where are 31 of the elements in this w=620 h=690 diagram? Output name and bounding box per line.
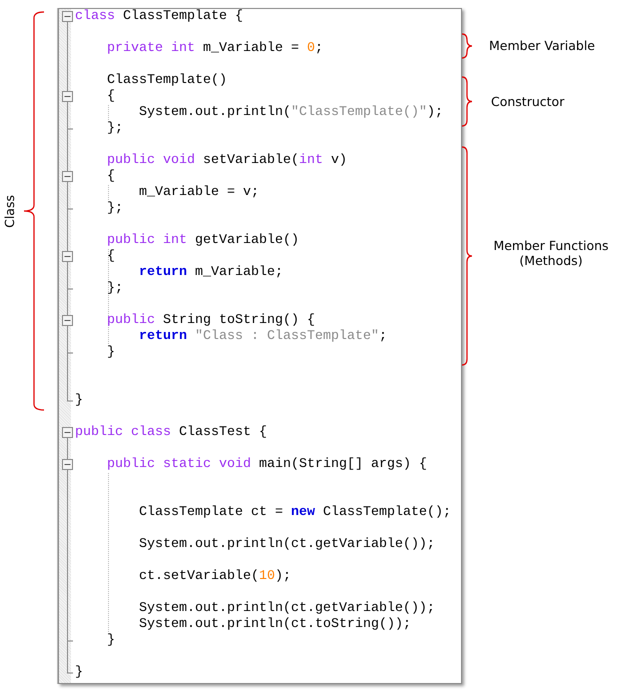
code-line: }: [107, 633, 115, 649]
code-line: }: [107, 345, 115, 361]
code-line: System.out.println(ct.getVariable());: [139, 537, 435, 553]
code-line: }: [75, 393, 83, 409]
code-line: }: [75, 665, 83, 681]
code-line: ClassTemplate(): [107, 73, 227, 89]
code-line: {: [107, 249, 115, 265]
annotation-label: Member Variable: [489, 38, 595, 53]
annotation-label: Constructor: [491, 94, 564, 109]
code-line: System.out.println(ct.toString());: [139, 617, 411, 633]
code-line: public String toString() {: [107, 313, 315, 329]
code-line: class ClassTemplate {: [75, 9, 243, 25]
code-line: m_Variable = v;: [139, 185, 259, 201]
code-line: ct.setVariable(10);: [139, 569, 291, 585]
code-line: {: [107, 169, 115, 185]
code-line: private int m_Variable = 0;: [107, 41, 323, 57]
annotation-label: Member Functions (Methods): [492, 238, 610, 268]
code-line: System.out.println("ClassTemplate()");: [139, 105, 443, 121]
code-line: return "Class : ClassTemplate";: [139, 329, 387, 345]
code-line: };: [107, 281, 123, 297]
code-line: return m_Variable;: [139, 265, 283, 281]
code-line: public int getVariable(): [107, 233, 299, 249]
code-line: };: [107, 121, 123, 137]
code-line: public static void main(String[] args) {: [107, 457, 427, 473]
code-line: };: [107, 201, 123, 217]
code-line: System.out.println(ct.getVariable());: [139, 601, 435, 617]
code-line: ClassTemplate ct = new ClassTemplate();: [139, 505, 451, 521]
code-line: public class ClassTest {: [75, 425, 267, 441]
annotation-label: Class: [2, 195, 17, 228]
code-line: {: [107, 89, 115, 105]
code-line: public void setVariable(int v): [107, 153, 347, 169]
